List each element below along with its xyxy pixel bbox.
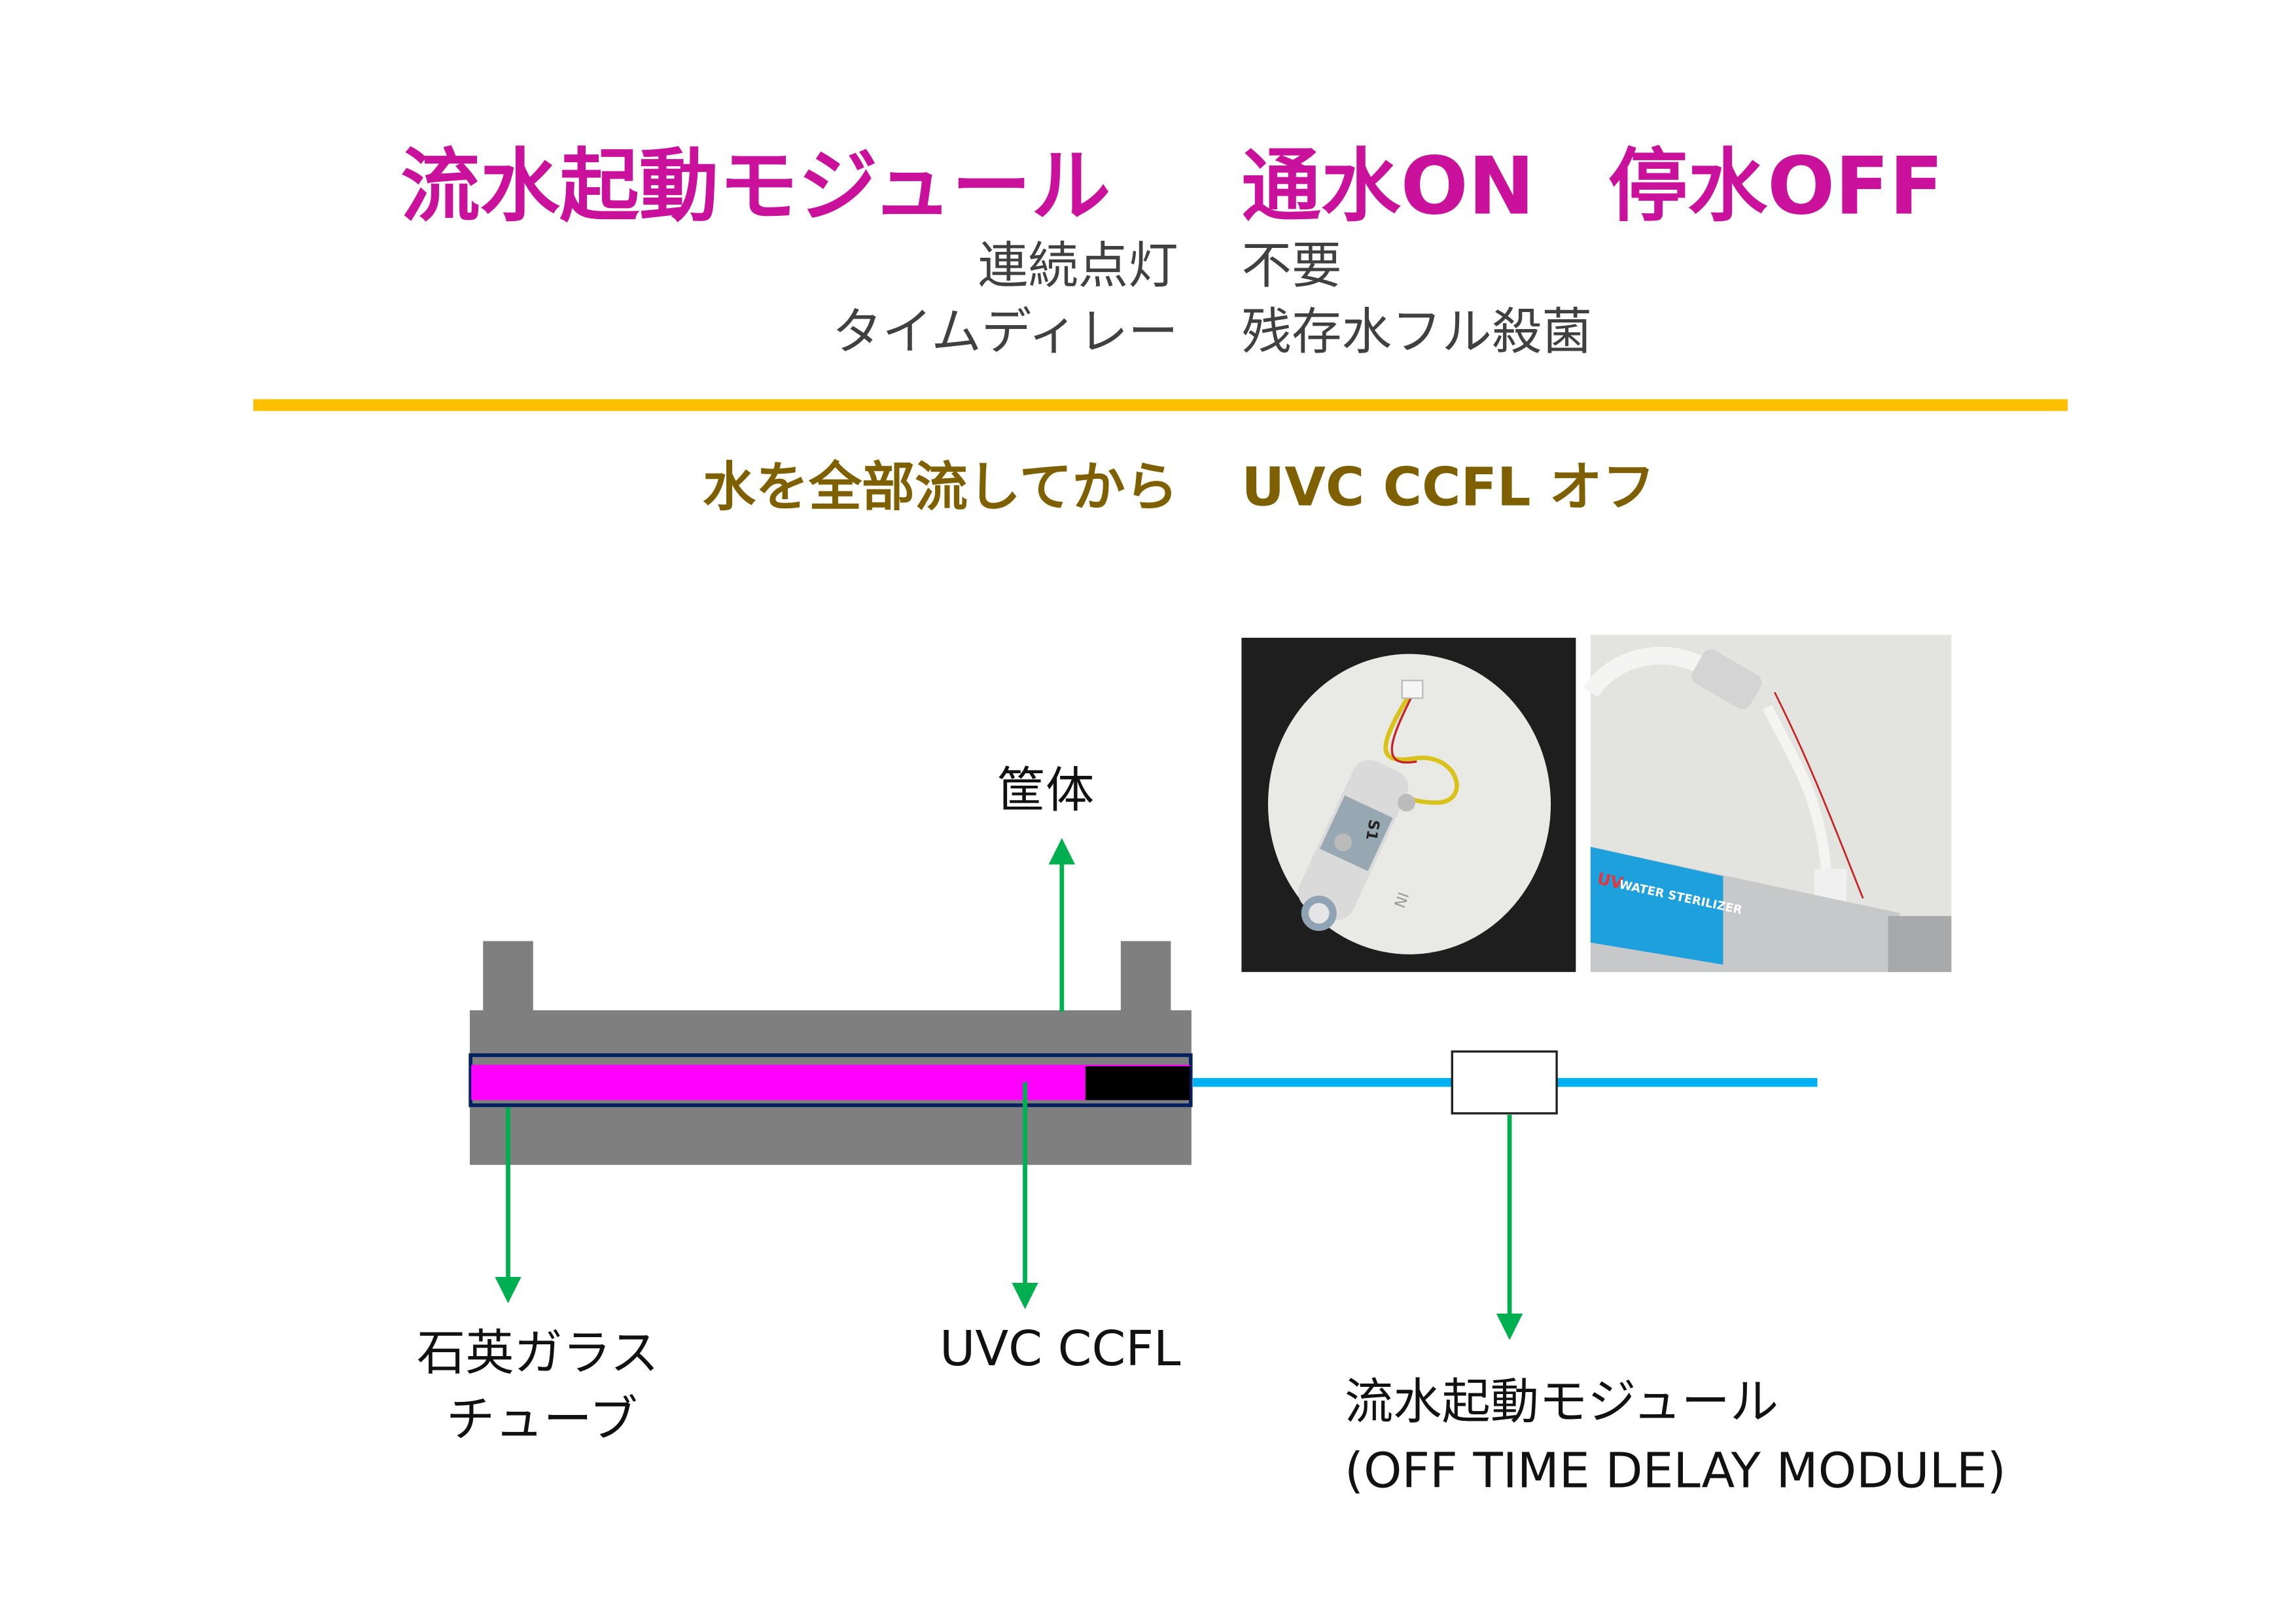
housing-post-right: [1120, 941, 1171, 1012]
quartz-label-line1: 石英ガラス: [417, 1325, 659, 1382]
divider: [253, 399, 2068, 411]
sterilizer-photo: UV WATER STERILIZER: [1583, 635, 1952, 972]
title-water-on: 通水ON: [1241, 140, 1534, 233]
flow-sensor-photo: S1 IN: [1241, 637, 1576, 972]
row1-value: 不要: [1241, 237, 1341, 295]
module-label-line2: (OFF TIME DELAY MODULE): [1345, 1442, 2006, 1499]
row1-label: 連続点灯: [978, 237, 1178, 295]
uvc-ccfl-lamp: [471, 1064, 1190, 1100]
row2-label: タイムディレー: [832, 304, 1178, 362]
quartz-label-line2: チューブ: [446, 1391, 638, 1448]
housing-post-left: [483, 941, 533, 1012]
uv-sterilizer-diagram: 筐体 石英ガラス チューブ UVC CCFL 流水起動モジュール (OFF TI…: [417, 762, 2006, 1499]
row2-value: 残存水フル殺菌: [1241, 304, 1592, 362]
subheading-right: UVC CCFL オフ: [1241, 457, 1655, 518]
subheading-left: 水を全部流してから: [703, 457, 1178, 518]
housing-label: 筐体: [997, 762, 1095, 819]
lamp-end-cap: [1085, 1066, 1190, 1100]
title-module: 流水起動モジュール: [400, 140, 1110, 233]
lamp-label: UVC CCFL: [940, 1320, 1180, 1377]
title-water-off: 停水OFF: [1608, 140, 1943, 233]
flow-start-module-box: [1451, 1050, 1558, 1115]
sensor-mark: S1: [1362, 818, 1383, 842]
module-label-line1: 流水起動モジュール: [1345, 1373, 1778, 1430]
